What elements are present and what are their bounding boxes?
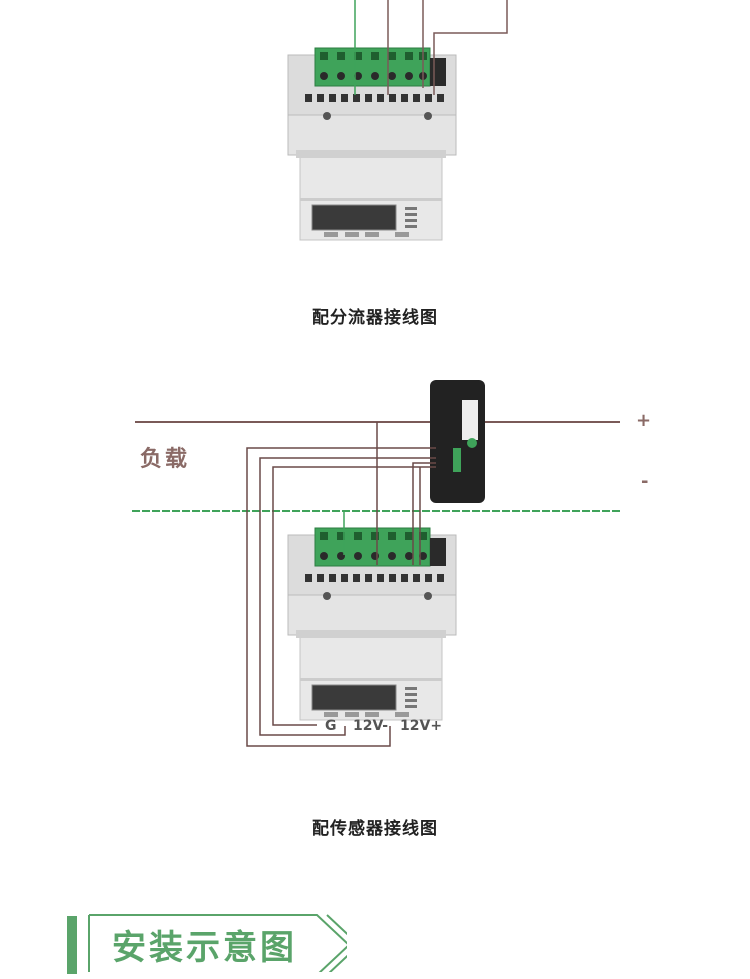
section-banner-title: 安装示意图 <box>112 928 297 968</box>
meter-device <box>287 47 457 241</box>
banner-accent-bar <box>67 916 77 974</box>
load-label: 负载 <box>140 447 191 472</box>
banner-arrow-frame <box>88 914 347 972</box>
terminal-label-12v-plus: 12V+ <box>400 718 443 734</box>
shunt-diagram-caption: 配分流器接线图 <box>312 308 438 328</box>
terminal-label-g: G <box>325 718 337 734</box>
shunt-wiring-diagram <box>287 0 508 241</box>
meter-device <box>287 527 457 721</box>
sensor-diagram-caption: 配传感器接线图 <box>312 819 438 839</box>
wires <box>354 0 508 95</box>
sensor-wiring-diagram <box>132 380 620 747</box>
hall-sensor <box>430 380 485 503</box>
wires <box>246 422 436 747</box>
terminal-label-12v-minus: 12V- <box>353 718 389 734</box>
positive-label: + <box>636 410 652 431</box>
negative-label: - <box>641 471 649 492</box>
